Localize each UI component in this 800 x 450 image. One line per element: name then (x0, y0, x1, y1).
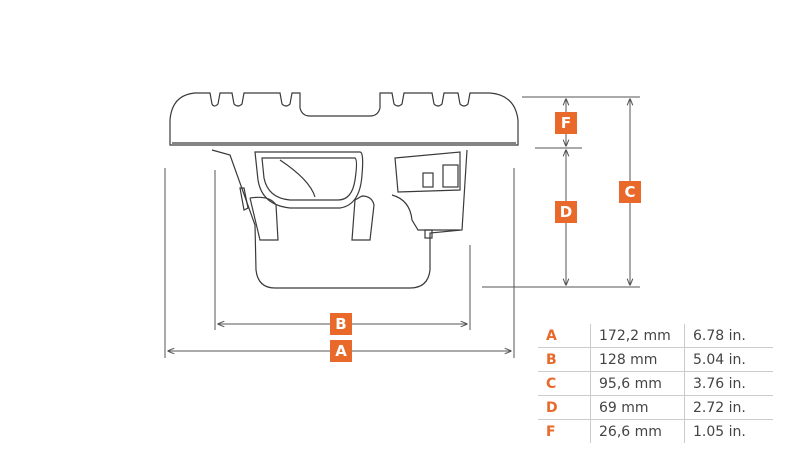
dim-in: 2.72 in. (684, 395, 773, 420)
dim-mm: 69 mm (590, 395, 685, 420)
speaker-side-view (169, 92, 519, 289)
dim-key: D (538, 395, 591, 420)
dim-in: 3.76 in. (684, 371, 773, 396)
dim-in: 1.05 in. (684, 419, 773, 443)
dim-mm: 172,2 mm (590, 324, 685, 348)
label-c: C (619, 181, 641, 203)
dim-in: 5.04 in. (684, 347, 773, 372)
dim-mm: 95,6 mm (590, 371, 685, 396)
dim-in: 6.78 in. (684, 324, 773, 348)
dim-key: A (538, 324, 591, 348)
dim-key: C (538, 371, 591, 396)
label-d: D (555, 201, 577, 223)
label-b: B (330, 313, 352, 335)
dim-key: B (538, 347, 591, 372)
label-f: F (555, 112, 577, 134)
dimension-lines (164, 96, 640, 358)
label-a: A (330, 340, 352, 362)
dim-mm: 128 mm (590, 347, 685, 372)
dim-key: F (546, 423, 556, 440)
dim-mm: 26,6 mm (590, 419, 685, 443)
